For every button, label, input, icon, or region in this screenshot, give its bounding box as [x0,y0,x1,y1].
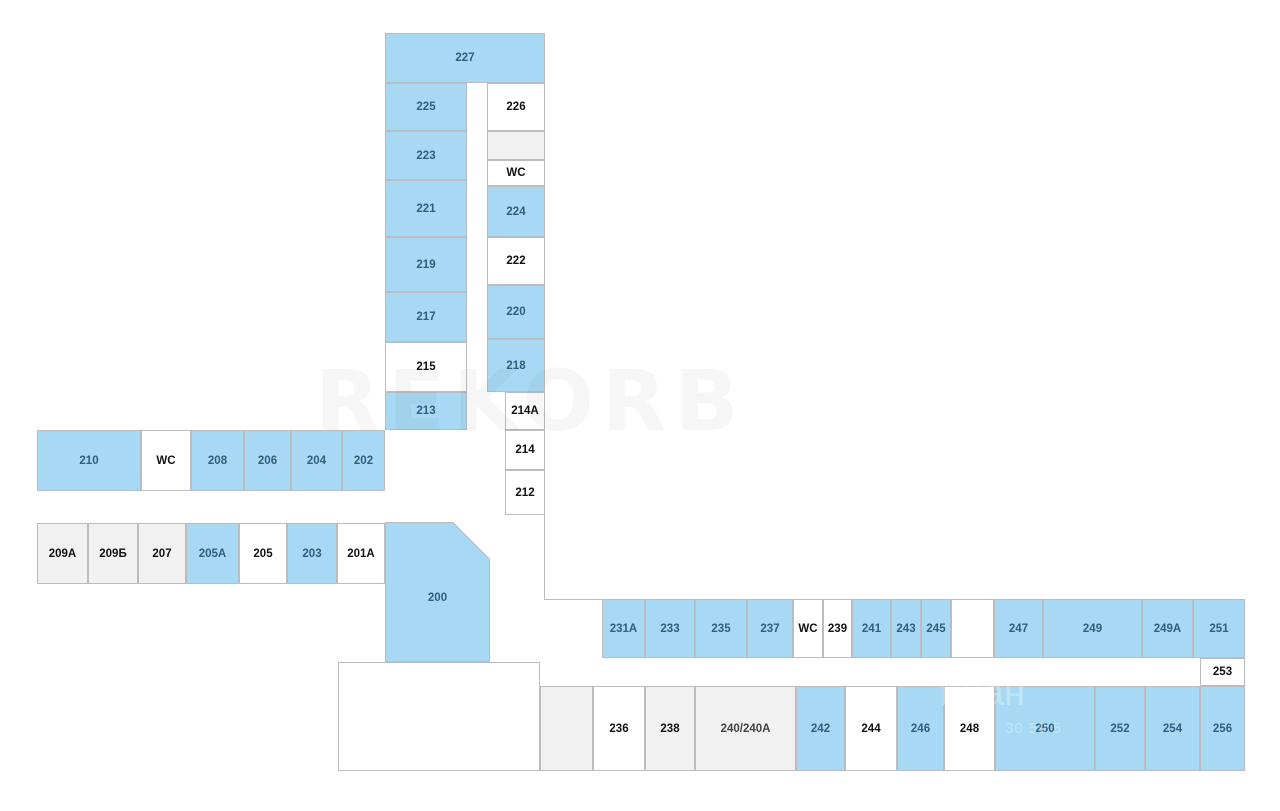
room-200-label: 200 [427,592,448,604]
corridor-niche [487,131,545,160]
room-210[interactable]: 210 [37,430,141,491]
room-239[interactable]: 239 [823,599,852,658]
room-253[interactable]: 253 [1200,658,1245,686]
wall-line [544,599,602,600]
room-wc-east[interactable]: WC [793,599,823,658]
stair-area [951,599,994,658]
room-231a[interactable]: 231А [602,599,645,658]
room-208[interactable]: 208 [191,430,244,491]
stair-area-south [540,686,593,771]
room-218[interactable]: 218 [487,339,545,392]
room-207[interactable]: 207 [138,523,186,584]
room-251[interactable]: 251 [1193,599,1245,658]
room-201a[interactable]: 201А [337,523,385,584]
room-245[interactable]: 245 [921,599,951,658]
room-254[interactable]: 254 [1145,686,1200,771]
room-222[interactable]: 222 [487,237,545,285]
room-205a[interactable]: 205А [186,523,239,584]
room-225[interactable]: 225 [385,83,467,131]
room-213[interactable]: 213 [385,392,467,430]
room-247[interactable]: 247 [994,599,1043,658]
room-215[interactable]: 215 [385,342,467,392]
room-214[interactable]: 214 [505,430,545,470]
room-249[interactable]: 249 [1043,599,1142,658]
room-217[interactable]: 217 [385,292,467,342]
room-235[interactable]: 235 [695,599,747,658]
room-209b[interactable]: 209Б [88,523,138,584]
room-202[interactable]: 202 [342,430,385,491]
room-223[interactable]: 223 [385,131,467,180]
room-256[interactable]: 256 [1200,686,1245,771]
room-209a[interactable]: 209А [37,523,88,584]
room-244[interactable]: 244 [845,686,897,771]
room-248[interactable]: 248 [944,686,995,771]
room-206[interactable]: 206 [244,430,291,491]
room-226[interactable]: 226 [487,83,545,131]
room-246[interactable]: 246 [897,686,944,771]
room-240-240a[interactable]: 240/240А [695,686,796,771]
room-221[interactable]: 221 [385,180,467,237]
room-252[interactable]: 252 [1095,686,1145,771]
room-wc-west[interactable]: WC [141,430,191,491]
wall-line [544,515,545,600]
room-204[interactable]: 204 [291,430,342,491]
room-227[interactable]: 227 [385,33,545,83]
room-249a[interactable]: 249А [1142,599,1193,658]
room-220[interactable]: 220 [487,285,545,339]
room-224[interactable]: 224 [487,186,545,237]
lobby-area [338,662,540,771]
room-200[interactable]: 200 [385,522,490,662]
room-214a[interactable]: 214A [505,392,545,430]
room-238[interactable]: 238 [645,686,695,771]
room-241[interactable]: 241 [852,599,891,658]
room-242[interactable]: 242 [796,686,845,771]
room-233[interactable]: 233 [645,599,695,658]
room-219[interactable]: 219 [385,237,467,292]
room-250[interactable]: 250 [995,686,1095,771]
room-236[interactable]: 236 [593,686,645,771]
room-wc-north[interactable]: WC [487,160,545,186]
room-237[interactable]: 237 [747,599,793,658]
room-212[interactable]: 212 [505,470,545,515]
room-205[interactable]: 205 [239,523,287,584]
room-243[interactable]: 243 [891,599,921,658]
room-203[interactable]: 203 [287,523,337,584]
